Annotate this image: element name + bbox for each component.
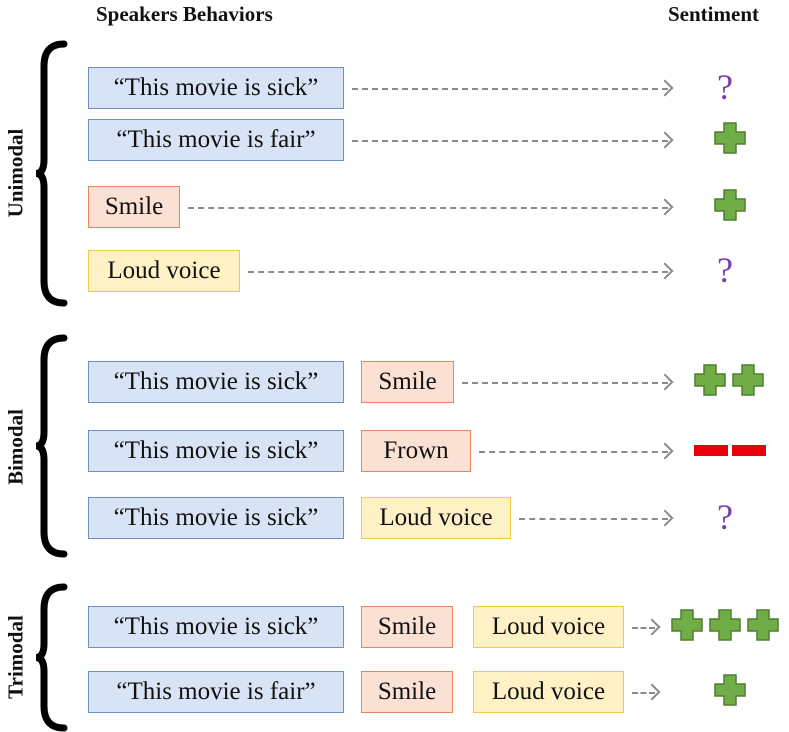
group-label-trimodal: Trimodal	[3, 615, 28, 699]
voice-behavior-box: Loud voice	[361, 497, 511, 539]
plus-icon	[714, 189, 746, 221]
sentiment-plus	[713, 188, 747, 222]
plus-icon	[747, 609, 779, 641]
text-behavior-box: “This movie is sick”	[88, 497, 344, 539]
behaviors-header: Speakers Behaviors	[96, 2, 273, 26]
question-mark-icon: ?	[717, 497, 733, 537]
dashed-arrow	[188, 207, 668, 209]
sentiment-unknown: ?	[717, 252, 733, 288]
text-behavior-box: “This movie is sick”	[88, 430, 344, 472]
sentiment-plus	[713, 673, 747, 707]
minus-icon	[732, 445, 766, 456]
dashed-arrow	[462, 382, 668, 384]
bracket-unimodal	[35, 40, 68, 307]
voice-behavior-box: Loud voice	[473, 671, 624, 713]
sentiment-unknown: ?	[717, 69, 733, 105]
voice-behavior-box: Loud voice	[473, 606, 624, 648]
plus-icon	[732, 364, 764, 396]
voice-behavior-box: Loud voice	[88, 250, 240, 292]
sentiment-plus	[670, 608, 780, 642]
dashed-arrow	[519, 518, 668, 520]
sentiment-header: Sentiment	[668, 2, 759, 26]
dashed-arrow	[352, 88, 668, 90]
text-behavior-box: “This movie is sick”	[88, 606, 344, 648]
dashed-arrow	[479, 451, 668, 453]
sentiment-plus	[713, 121, 747, 155]
face-behavior-box: Smile	[88, 186, 180, 228]
text-behavior-box: “This movie is sick”	[88, 361, 344, 403]
group-label-bimodal: Bimodal	[3, 409, 28, 485]
face-behavior-box: Smile	[361, 361, 454, 403]
text-behavior-box: “This movie is fair”	[88, 671, 344, 713]
sentiment-plus	[693, 363, 765, 397]
plus-icon	[671, 609, 703, 641]
question-mark-icon: ?	[717, 250, 733, 290]
sentiment-unknown: ?	[717, 499, 733, 535]
dashed-arrow	[632, 627, 655, 629]
plus-icon	[709, 609, 741, 641]
bracket-bimodal	[35, 334, 68, 558]
group-label-unimodal: Unimodal	[3, 128, 28, 218]
face-behavior-box: Smile	[361, 606, 453, 648]
text-behavior-box: “This movie is sick”	[88, 67, 344, 109]
plus-icon	[714, 674, 746, 706]
dashed-arrow	[632, 692, 655, 694]
dashed-arrow	[352, 140, 668, 142]
text-behavior-box: “This movie is fair”	[88, 119, 344, 161]
plus-icon	[714, 122, 746, 154]
face-behavior-box: Frown	[361, 430, 471, 472]
bracket-trimodal	[35, 583, 68, 732]
minus-icon	[694, 445, 728, 456]
plus-icon	[694, 364, 726, 396]
face-behavior-box: Smile	[361, 671, 453, 713]
dashed-arrow	[248, 271, 668, 273]
question-mark-icon: ?	[717, 67, 733, 107]
sentiment-minus	[694, 445, 766, 456]
